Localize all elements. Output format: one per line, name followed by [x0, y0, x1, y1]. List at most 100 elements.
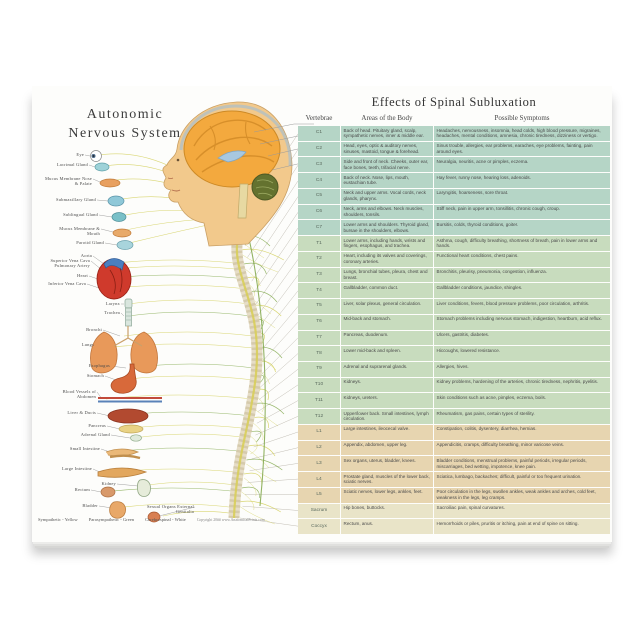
- areas-cell: Liver, solar plexus, general circulation…: [341, 299, 433, 314]
- organ-label: Mucus Membrane & Mouth: [59, 226, 100, 237]
- symptoms-cell: Bladder conditions, menstrual problems, …: [434, 456, 610, 472]
- vertebra-cell: Coccyx: [298, 519, 340, 535]
- table-header: Vertebrae Areas of the Body Possible Sym…: [298, 114, 610, 122]
- vertebra-cell: L2: [298, 440, 340, 456]
- vertebra-cell: T2: [298, 251, 340, 267]
- areas-cell: Side and front of neck. Cheeks, outer ea…: [341, 157, 433, 173]
- symptoms-cell: Functional heart conditions, chest pains…: [434, 251, 610, 267]
- legend-cerebrospinal: Cerebrospinal - White: [145, 517, 186, 522]
- organ-eye: [90, 150, 102, 162]
- organ-label: Rectum: [74, 487, 90, 492]
- vertebra-cell: L1: [298, 424, 340, 440]
- organ-label: Liver & Ducts: [67, 410, 96, 415]
- symptoms-cell: Sinus trouble, allergies, ear problems, …: [434, 141, 610, 157]
- symptoms-cell: Allergies, hives.: [434, 362, 610, 377]
- organ-label: Bronchi: [86, 327, 102, 332]
- vertebra-cell: T9: [298, 362, 340, 377]
- organ-larynx-trachea: [124, 298, 133, 327]
- areas-cell: Heart, including its valves and covering…: [341, 251, 433, 267]
- organ-lacrimal-gland: [94, 162, 110, 172]
- organ-label: Large Intestine: [61, 466, 92, 471]
- symptoms-cell: Liver conditions, fevers, blood pressure…: [434, 299, 610, 314]
- areas-cell: Back of neck. Nose, lips, mouth, eustach…: [341, 173, 433, 188]
- vertebra-cell: T6: [298, 314, 340, 330]
- areas-cell: Kidneys.: [341, 377, 433, 393]
- vertebra-cell: L5: [298, 487, 340, 503]
- anatomy-title: Autonomic Nervous System: [40, 106, 210, 144]
- symptoms-cell: Skin conditions such as acne, pimples, e…: [434, 393, 610, 409]
- organ-label: Lacrimal Gland: [56, 162, 88, 167]
- organ-label: Lungs: [81, 342, 94, 347]
- corpus-callosum: [217, 150, 247, 163]
- symptoms-cell: Poor circulation in the legs, swollen an…: [434, 487, 610, 503]
- col-symptoms: Possible Symptoms: [494, 114, 550, 122]
- organ-label: Kidney: [101, 481, 116, 486]
- vertebra-cell: T3: [298, 267, 340, 283]
- vertebra-cell: C2: [298, 141, 340, 157]
- col-vertebrae: Vertebrae: [305, 114, 333, 122]
- symptoms-cell: Hemorrhoids or piles, pruritis or itchin…: [434, 519, 610, 535]
- areas-cell: Upper/lower back. Small intestines, lymp…: [341, 409, 433, 424]
- organ-label: Mucus Membrane Nose & Palate: [44, 176, 92, 187]
- organ-label: Esophagus: [88, 363, 110, 368]
- anatomy-illustration: [84, 101, 320, 527]
- vertebra-cell: C6: [298, 204, 340, 220]
- organ-label: Eye: [76, 152, 84, 157]
- table-title: Effects of Spinal Subluxation: [371, 95, 537, 109]
- organ-label: Stomach: [86, 373, 104, 378]
- organ-liver: [107, 408, 149, 424]
- symptoms-cell: Sciatica, lumbago, backaches; difficult,…: [434, 472, 610, 487]
- areas-cell: Lungs, bronchial tubes, pleura, chest an…: [341, 267, 433, 283]
- organ-label: Bladder: [82, 503, 98, 508]
- organ-stomach: [110, 363, 137, 394]
- vertebra-cell: Sacrum: [298, 503, 340, 519]
- vertebra-cell: T11: [298, 393, 340, 409]
- areas-cell: Rectum, anus.: [341, 519, 433, 535]
- symptoms-cell: Appendicitis, cramps, difficulty breathi…: [434, 440, 610, 456]
- organ-bladder: [109, 501, 126, 519]
- areas-cell: Head, eyes, optic & auditory nerves, sin…: [341, 141, 433, 157]
- areas-cell: Adrenal and suprarenal glands.: [341, 362, 433, 377]
- vertebra-cell: T4: [298, 283, 340, 299]
- symptoms-cell: Rheumatism, gas pains, certain types of …: [434, 409, 610, 424]
- vertebra-cell: L3: [298, 456, 340, 472]
- vertebra-cell: C5: [298, 188, 340, 204]
- organ-mucus-membrane-nose: [99, 178, 121, 188]
- organ-lungs: [90, 326, 158, 374]
- organ-label: Parotid Gland: [76, 240, 104, 245]
- symptoms-cell: Ulcers, gastritis, diabetes.: [434, 330, 610, 346]
- vertebra-cell: T5: [298, 299, 340, 314]
- brainstem: [237, 183, 249, 219]
- organ-label: Sexual Organs External Genitalia: [146, 504, 194, 515]
- legend-sympathetic: Sympathetic - Yellow: [38, 517, 78, 522]
- organ-rectum: [100, 486, 116, 498]
- vertebra-cell: T7: [298, 330, 340, 346]
- vertebra-cell: C7: [298, 220, 340, 236]
- anatomy-title-line2: Nervous System: [68, 125, 182, 141]
- areas-cell: Lower arms, including hands, wrists and …: [341, 236, 433, 251]
- symptoms-cell: Headaches, nervousness, insomnia, head c…: [434, 126, 610, 141]
- legend-parasympathetic: Parasympathetic - Green: [88, 517, 135, 522]
- organ-label: Pancreas: [88, 423, 106, 428]
- symptoms-cell: Laryngitis, hoarseness, sore throat.: [434, 188, 610, 204]
- spinal-column: [228, 221, 263, 519]
